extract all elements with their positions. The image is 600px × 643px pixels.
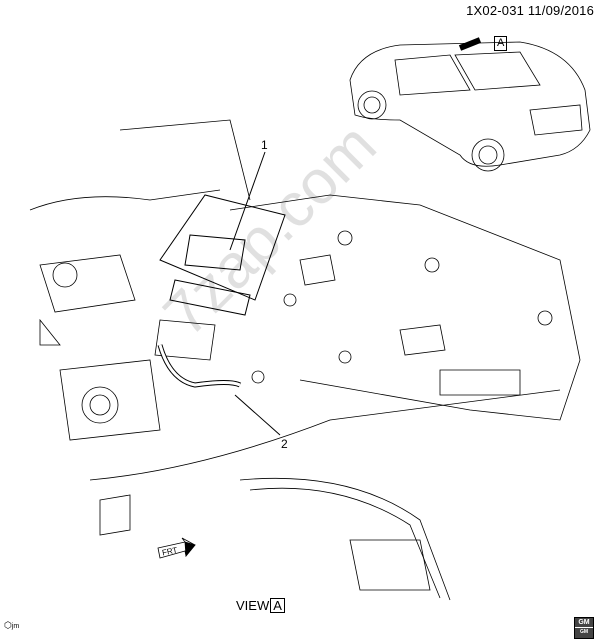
callout-1: 1	[261, 138, 268, 152]
part-connector	[154, 319, 216, 361]
document-id: 1X02-031 11/09/2016	[466, 3, 594, 18]
part-1-module	[159, 194, 286, 316]
dashboard-illustration	[29, 119, 581, 601]
callout-2: 2	[281, 437, 288, 451]
car-view-ref-box: A	[493, 36, 508, 51]
vehicle-illustration	[349, 37, 591, 172]
view-arrow	[458, 37, 482, 51]
part-2-harness	[157, 344, 242, 388]
leader-line-1	[229, 151, 266, 251]
leader-line-2	[234, 394, 281, 436]
hexagon-jm-icon: ⬡jm	[4, 620, 20, 630]
